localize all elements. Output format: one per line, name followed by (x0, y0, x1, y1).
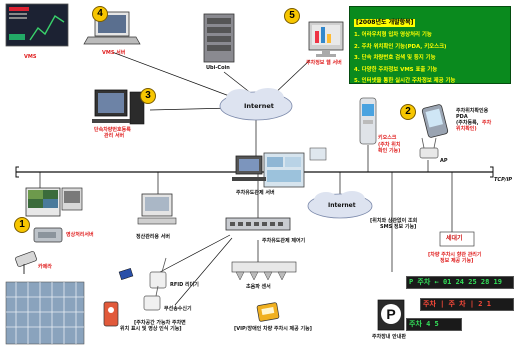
parking-note-1: [주차공간 가능차 주차면 (134, 320, 186, 326)
backbone-left-bracket (15, 166, 19, 178)
pda-device (421, 104, 449, 138)
backbone-right-bracket (490, 166, 494, 178)
badge-1: 1 (14, 217, 30, 233)
ubi-coin-rack (203, 13, 235, 63)
sms-note-2: SMS 정보 기능] (380, 224, 417, 230)
badge-4: 4 (92, 6, 108, 22)
tcpip-label: TCP/IP (494, 177, 513, 183)
link-vms-internet (111, 51, 241, 101)
pda-label-2: PDA (456, 114, 468, 120)
led-sign-row-2: 주차 | 주 차 | 2 1 (420, 298, 514, 311)
resident-display (439, 231, 475, 247)
internet-top-label: Internet (244, 102, 274, 110)
badge-3: 3 (140, 88, 156, 104)
pda-note-1: (주차등록, (456, 120, 479, 126)
parking-mgmt-server-pc (137, 193, 177, 225)
vehicle-note-2: 정보 제공 기능] (440, 258, 474, 264)
enforcement-server-label: 단속차량번호등록 (94, 127, 131, 133)
kiosk-label: 키오스크 (378, 135, 397, 141)
camera-housing (33, 227, 63, 243)
cctv-camera (15, 251, 37, 274)
guidance-server-label: 주차유도관제 서버 (236, 190, 275, 196)
parking-web-monitor (308, 21, 344, 57)
features-title: [2008년도 개발항목] (354, 19, 416, 27)
parking-mgmt-server-label: 정산관리용 서버 (136, 234, 170, 240)
internet-cloud-mid (307, 191, 373, 219)
guidance-sign-board: P (377, 299, 405, 331)
rfid-reader (118, 257, 167, 289)
vip-handheld-device (256, 302, 280, 322)
cctv-label: 카메라 (38, 264, 52, 270)
wireless-transceiver (103, 285, 161, 327)
image-server-label: 영상처리서버 (66, 232, 94, 238)
pda-note-highlight: 주차 (482, 120, 492, 126)
access-point (419, 137, 439, 159)
vms-label: VMS (24, 54, 37, 60)
link-controller-rfid (159, 234, 231, 273)
sensor-label: 초음파 센서 (246, 284, 271, 290)
kiosk-terminal (359, 97, 377, 145)
enforcement-server-pc (92, 89, 145, 125)
vip-note: [VIP/장애인 차량 주차시 제공 기능] (234, 326, 312, 332)
image-processing-server (25, 187, 83, 217)
link-web-internet (271, 59, 311, 97)
internet-cloud-top (219, 88, 293, 121)
feature-item: 1. 어라우치형 입차 영상처리 기능 (354, 32, 432, 38)
link-controller-wireless (174, 237, 233, 306)
guidance-sign-label: 주차장내 안내판 (372, 334, 406, 340)
svg-text:P: P (386, 306, 395, 322)
link-ubicoin-internet (223, 71, 253, 95)
vehicle-note-1: [차량 주차시 향관 관리기 (428, 252, 482, 258)
guidance-controller-switch (225, 217, 291, 231)
parking-web-server-label: 주차정보 웹 서버 (306, 60, 342, 66)
led-sign-row-1: P 주차 ← 01 24 25 28 19 (406, 276, 514, 289)
link-enforcement-internet (149, 107, 233, 111)
badge-2: 2 (400, 104, 416, 120)
internet-mid-label: Internet (328, 202, 356, 209)
rfid-reader-label: RFID 리더기 (170, 282, 199, 288)
badge-5: 5 (284, 8, 300, 24)
sms-note-1: [위치와 상관없이 조회 (370, 218, 418, 224)
kiosk-note-1: (주차 위치 (378, 142, 401, 148)
development-features-box: [2008년도 개발항목] 1. 어라우치형 입차 영상처리 기능 2. 주차 … (349, 6, 511, 84)
feature-item: 3. 단속 차량번호 검색 및 등지 기능 (354, 55, 436, 61)
ap-label: AP (440, 158, 448, 164)
guidance-controller-label: 주차유도관제 제어기 (262, 238, 306, 244)
resident-display-label: 세대기 (446, 235, 463, 242)
feature-item: 5. 인터넷을 통한 실시간 주차정보 제공 기능 (354, 78, 456, 84)
mid-monitor (309, 147, 327, 161)
feature-item: 2. 주차 위치확인 기능(PDA, 키오스크) (354, 43, 447, 50)
feature-item: 4. 다양한 주차정보 VMS 표출 기능 (354, 66, 438, 73)
led-sign-row-3: 주차 4 5 (406, 318, 462, 331)
ubi-coin-label: Ubi-Coin (206, 65, 230, 71)
parking-lot-image (5, 281, 85, 345)
guidance-server-pc (232, 152, 305, 188)
pda-label: 주차위치확인용 (456, 108, 489, 114)
vms-screen (5, 3, 69, 47)
kiosk-note-2: 확인 기능) (378, 148, 401, 154)
vms-server-label: VMS 서버 (102, 50, 126, 56)
ultrasonic-sensors (231, 261, 297, 281)
pda-note-2: 위치확인) (456, 126, 477, 132)
wireless-tx-label: 무선송수신기 (164, 306, 192, 312)
enforcement-server-label-2: 관리 서버 (104, 133, 125, 139)
parking-note-2: 위치 표시 및 영상 인식 기능] (120, 326, 182, 332)
